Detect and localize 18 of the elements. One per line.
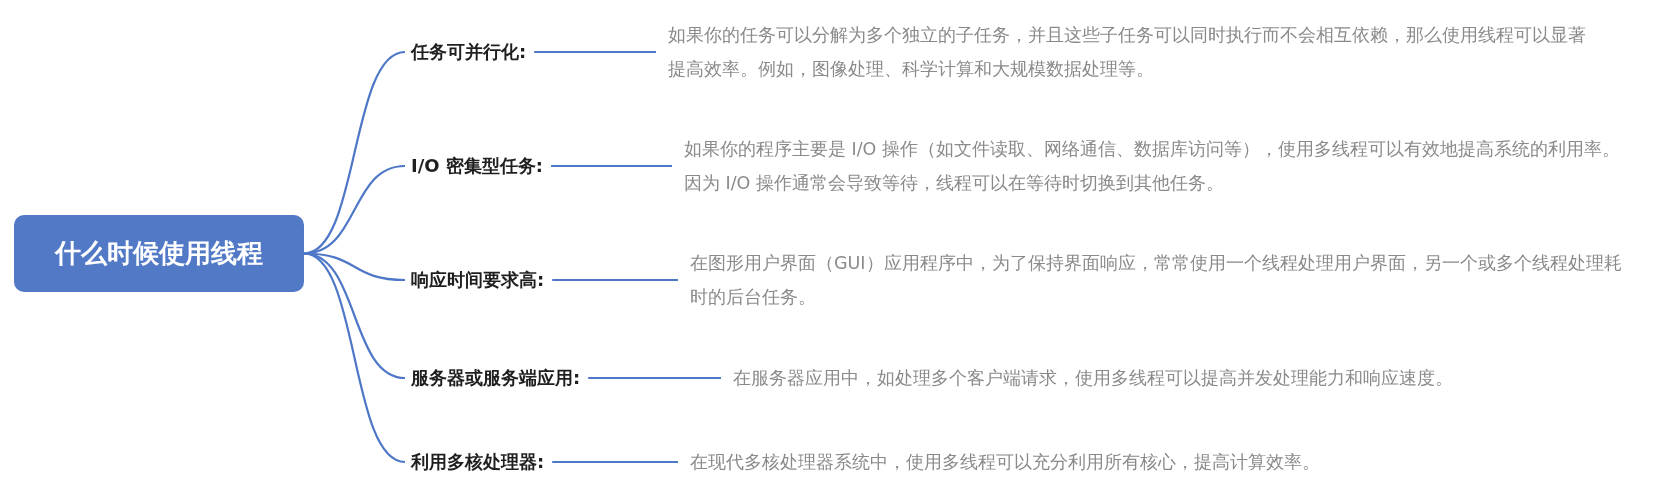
branch-label: I/O 密集型任务: [411, 154, 544, 178]
connector-line [552, 278, 678, 282]
connector-line [588, 376, 721, 380]
description-text: 如果你的程序主要是 I/O 操作（如文件读取、网络通信、数据库访问等），使用多线程可以有效地提高系统的利用率。因为 I/O 操作通常会导致等待，线程可以在等待时切换到其他任务。 [684, 132, 1634, 200]
connector-line [551, 164, 672, 168]
description-text: 如果你的任务可以分解为多个独立的子任务，并且这些子任务可以同时执行而不会相互依赖，那么使用线程可以显著提高效率。例如，图像处理、科学计算和大规模数据处理等。 [668, 18, 1603, 86]
connector-line [303, 252, 406, 464]
connector-line [552, 460, 678, 464]
branch-label: 任务可并行化: [411, 40, 527, 64]
branch-label: 利用多核处理器: [411, 450, 545, 474]
description-text: 在现代多核处理器系统中，使用多线程可以充分利用所有核心，提高计算效率。 [690, 445, 1590, 479]
central-topic-box: 什么时候使用线程 [14, 215, 304, 292]
connector-line [303, 252, 406, 282]
connector-line [534, 50, 656, 54]
description-text: 在图形用户界面（GUI）应用程序中，为了保持界面响应，常常使用一个线程处理用户界面，另一个或多个线程处理耗时的后台任务。 [690, 246, 1630, 314]
branch-label: 服务器或服务端应用: [411, 366, 581, 390]
description-text: 在服务器应用中，如处理多个客户端请求，使用多线程可以提高并发处理能力和响应速度。 [733, 361, 1633, 395]
branch-label: 响应时间要求高: [411, 268, 545, 292]
